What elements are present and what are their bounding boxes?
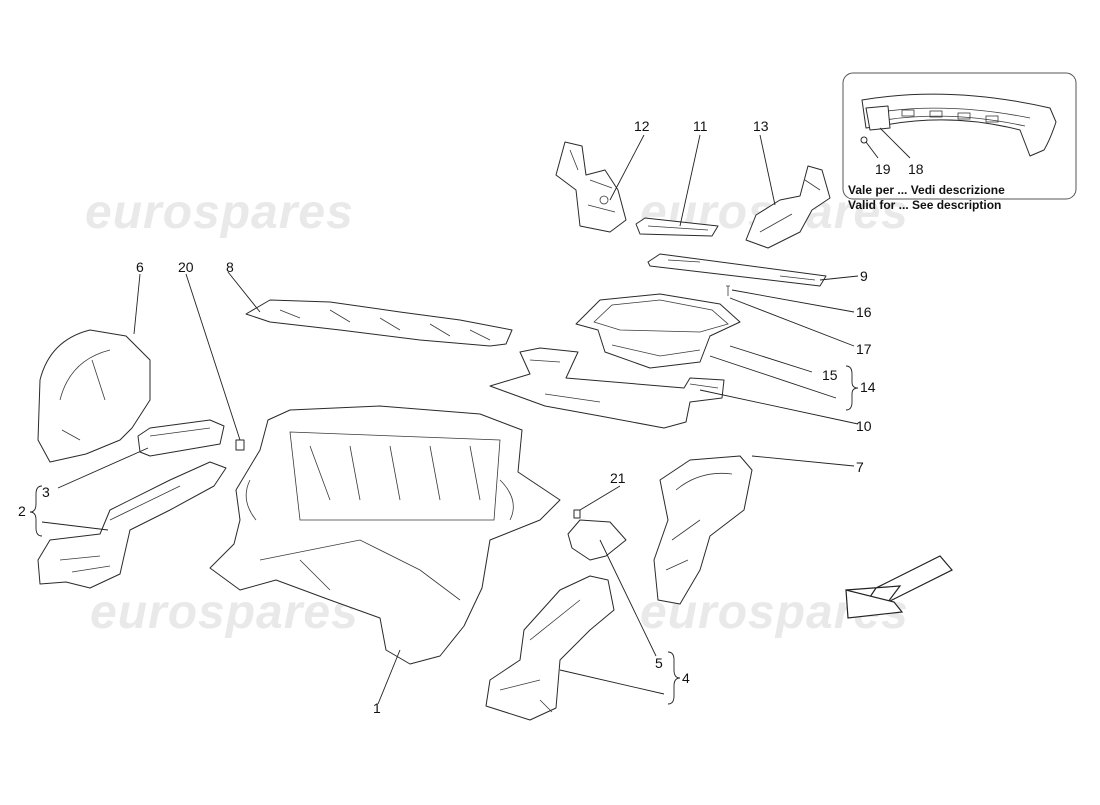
- watermark-bottom-left: eurospares: [90, 586, 359, 639]
- part-13-bracket: [745, 165, 831, 249]
- bumper-beam-part: [861, 93, 1057, 157]
- callout-1: 1: [373, 700, 381, 716]
- part-20-clip: [235, 439, 245, 451]
- callout-16: 16: [856, 304, 872, 320]
- inset-note-en: Valid for ... See description: [848, 198, 1001, 212]
- callout-20: 20: [178, 259, 194, 275]
- callout-6: 6: [136, 259, 144, 275]
- callout-12: 12: [634, 118, 650, 134]
- part-4-rail-right: [485, 575, 615, 721]
- part-21-clip: [573, 509, 581, 519]
- part-2-rail-left: [37, 461, 227, 589]
- callout-17: 17: [856, 341, 872, 357]
- callout-10: 10: [856, 418, 872, 434]
- watermarks: eurospares eurospares eurospares eurospa…: [85, 186, 908, 639]
- part-8-parcel-shelf: [245, 299, 513, 347]
- callout-19: 19: [875, 161, 891, 177]
- callout-14: 14: [860, 379, 876, 395]
- part-17-tub: [575, 293, 741, 369]
- bracket-part-18: [865, 105, 891, 131]
- leader-lines: [41, 134, 859, 705]
- callout-9: 9: [860, 268, 868, 284]
- part-1-rear-body: [209, 405, 561, 665]
- callout-15: 15: [822, 367, 838, 383]
- callout-3: 3: [42, 484, 50, 500]
- watermark-top-left: eurospares: [85, 186, 354, 239]
- callout-5: 5: [655, 655, 663, 671]
- callout-7: 7: [856, 459, 864, 475]
- part-16-screw: [726, 285, 730, 296]
- part-12-bracket: [555, 141, 627, 233]
- part-11-panel: [635, 217, 719, 237]
- callout-13: 13: [753, 118, 769, 134]
- inset-note-it: Vale per ... Vedi descrizione: [848, 183, 1005, 197]
- part-7-wheelhouse-right: [653, 455, 753, 605]
- callout-18: 18: [908, 161, 924, 177]
- callout-8: 8: [226, 259, 234, 275]
- callout-2: 2: [18, 503, 26, 519]
- direction-arrow-icon: [845, 555, 953, 619]
- braces: [29, 365, 859, 705]
- part-10-floor-panel: [489, 347, 725, 429]
- nut-part-19: [860, 136, 868, 144]
- callout-11: 11: [693, 118, 708, 134]
- inset-box: 19 18 Vale per ... Vedi descrizione Vali…: [842, 72, 1077, 212]
- callout-21: 21: [610, 470, 626, 486]
- part-9-strip: [647, 253, 827, 287]
- part-6-wheelhouse-left: [37, 329, 151, 463]
- callouts: 12 11 13 9 16 17 15 14 10 7 6 20 8 3 2 2…: [18, 118, 876, 716]
- part-5-bracket: [567, 519, 627, 561]
- part-3-rail: [137, 419, 225, 457]
- callout-4: 4: [682, 670, 690, 686]
